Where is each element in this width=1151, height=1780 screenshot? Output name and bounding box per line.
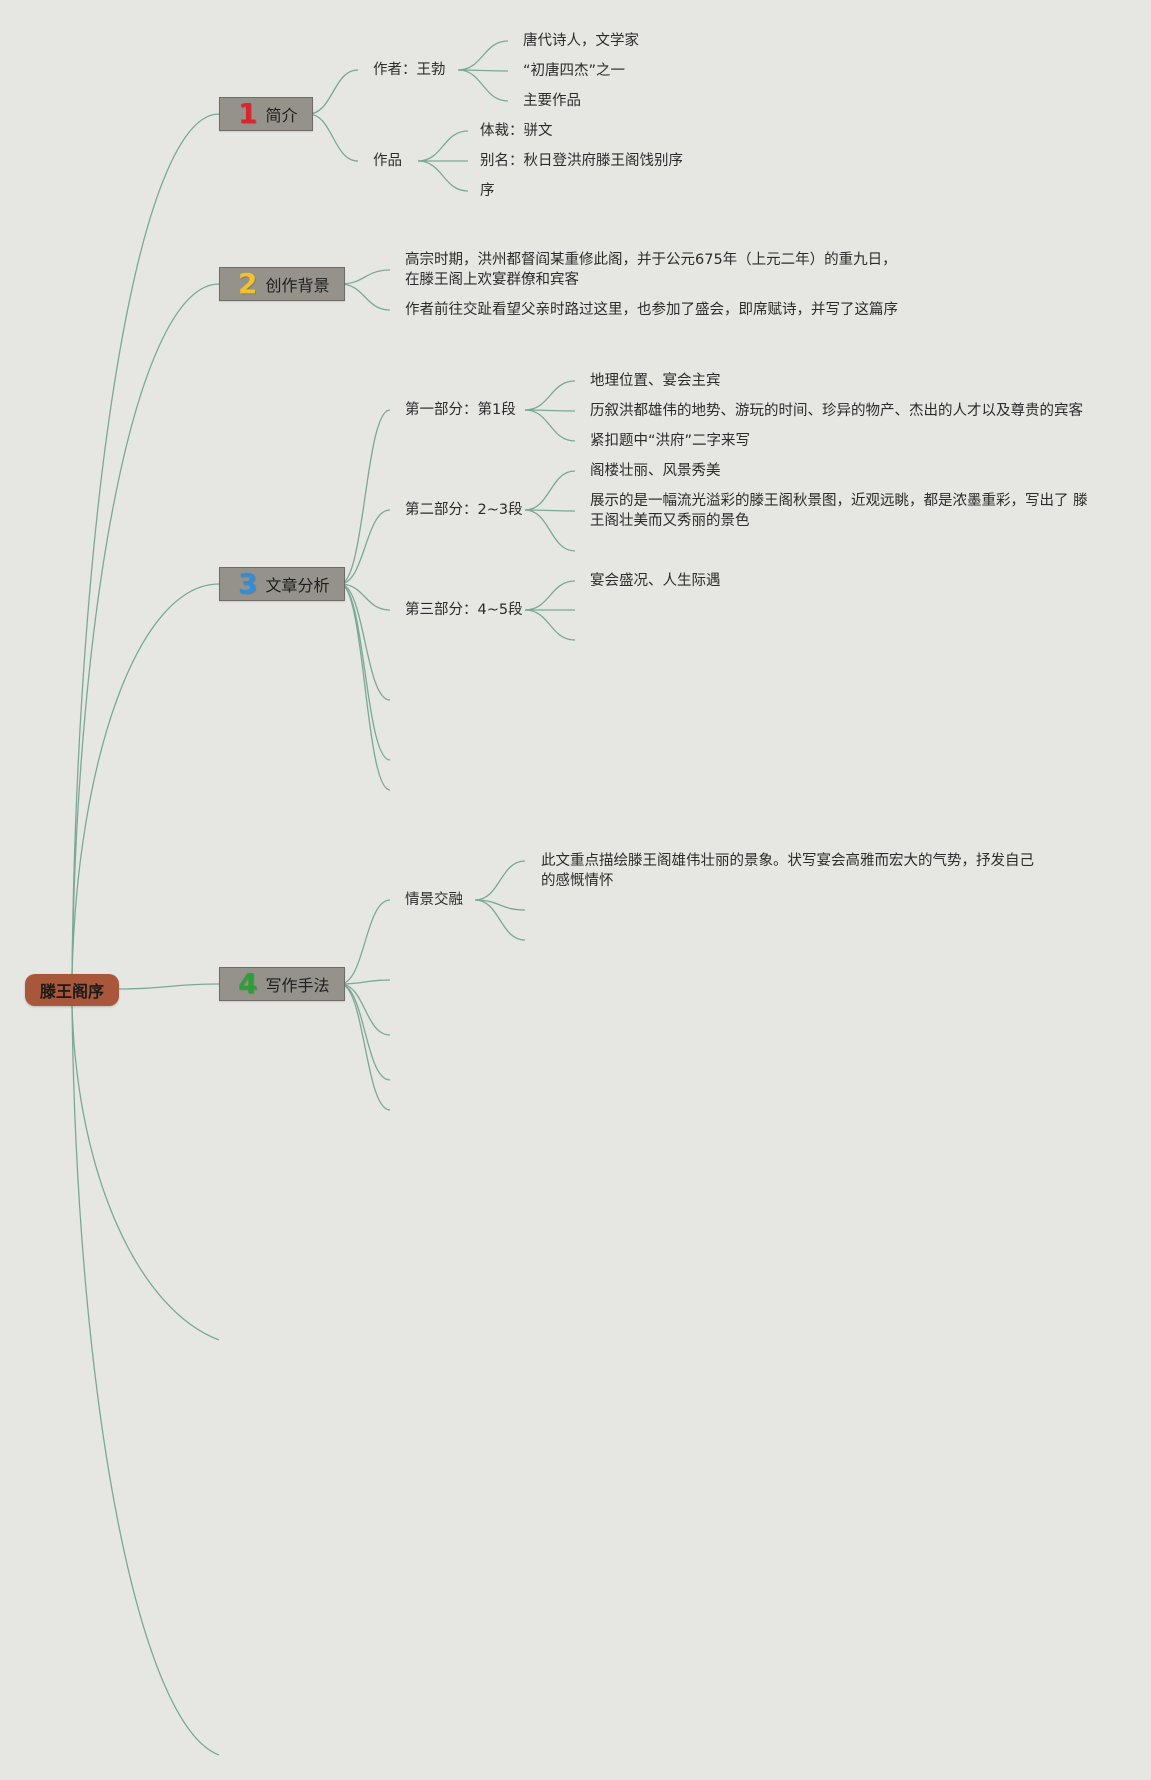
leaf-text: 宴会盛况、人生际遇 [590,573,721,589]
branch-number: 3 [238,567,258,600]
leaf-text: “初唐四杰”之一 [523,63,626,79]
connector-line [339,983,391,1081]
connector-line [339,509,391,585]
leaf-text: 此文重点描绘滕王阁雄伟壮丽的景象。状写宴会高雅而宏大的气势，抒发自己的感慨情怀 [541,853,1034,889]
leaf-text: 别名：秋日登洪府滕王阁饯别序 [480,153,683,169]
connector-line [307,113,359,162]
connector-line [524,509,576,512]
root-connector [71,283,220,977]
leaf-text: 作者前往交趾看望父亲时路过这里，也参加了盛会，即席赋诗，并写了这篇序 [405,302,898,318]
branch-background[interactable]: 2 创作背景 [219,267,345,301]
leaf-text: 阁楼壮丽、风景秀美 [590,463,721,479]
leaf-text: 紧扣题中“洪府”二字来写 [590,433,751,449]
connector-line [524,580,576,611]
leaf-text: 主要作品 [523,93,581,109]
connector-line [339,983,391,1036]
branch-writing[interactable]: 4 写作手法 [219,967,345,1001]
sub-works[interactable]: 作品 [373,153,402,169]
sub-part-one[interactable]: 第一部分：第1段 [405,402,516,418]
connector-line [307,69,359,115]
connector-line [457,69,509,102]
root-connector [118,983,220,990]
connector-line [339,899,391,985]
sub-part-three[interactable]: 第三部分：4~5段 [405,602,523,618]
sub-part-two[interactable]: 第二部分：2~3段 [405,502,523,518]
leaf-text: 地理位置、宴会主宾 [590,373,721,389]
connector-line [417,130,469,162]
connector-line [339,979,391,985]
branch-number: 1 [238,97,258,130]
connector-line [524,509,576,552]
leaf-text: 高宗时期，洪州都督阎某重修此阁，并于公元675年（上元二年）的重九日，在滕王阁上… [405,252,897,288]
leaf-text: 历叙洪都雄伟的地势、游玩的时间、珍异的物产、杰出的人才以及尊贵的宾客 [590,403,1083,419]
connector-line [339,409,391,585]
root-label: 滕王阁序 [39,982,104,1001]
branch-number: 4 [238,967,258,1000]
connector-line [417,160,469,192]
branch-intro[interactable]: 1 简介 [219,97,313,131]
leaf-text: 体裁：骈文 [480,123,553,139]
branch-label: 文章分析 [265,576,330,595]
connector-line [524,409,576,442]
root-node[interactable]: 滕王阁序 [25,974,119,1006]
branch-label: 创作背景 [265,276,330,295]
connector-line [339,583,391,761]
sub-scene-emotion[interactable]: 情景交融 [405,892,463,908]
branch-analysis[interactable]: 3 文章分析 [219,567,345,601]
connector-line [339,583,391,701]
root-connector [71,1005,220,1756]
root-connector [71,583,220,977]
root-connector [71,1005,220,1341]
leaf-text: 展示的是一幅流光溢彩的滕王阁秋景图，近观远眺，都是浓墨重彩，写出了 滕王阁壮美而… [590,493,1088,529]
sub-author[interactable]: 作者：王勃 [373,62,446,78]
connector-line [474,860,526,901]
branch-label: 写作手法 [265,976,330,995]
branch-number: 2 [238,267,258,300]
connector-line [339,269,391,285]
connector-line [339,283,391,311]
connector-line [339,583,391,791]
leaf-text: 唐代诗人，文学家 [523,33,639,49]
connector-line [524,380,576,411]
connector-line [524,609,576,641]
connector-line [339,583,391,611]
connector-line [524,470,576,511]
root-connector [71,113,220,977]
connector-line [474,899,526,941]
connector-line [339,983,391,1111]
branch-label: 简介 [265,106,298,125]
leaf-text: 序 [480,183,495,199]
connector-line [457,40,509,71]
